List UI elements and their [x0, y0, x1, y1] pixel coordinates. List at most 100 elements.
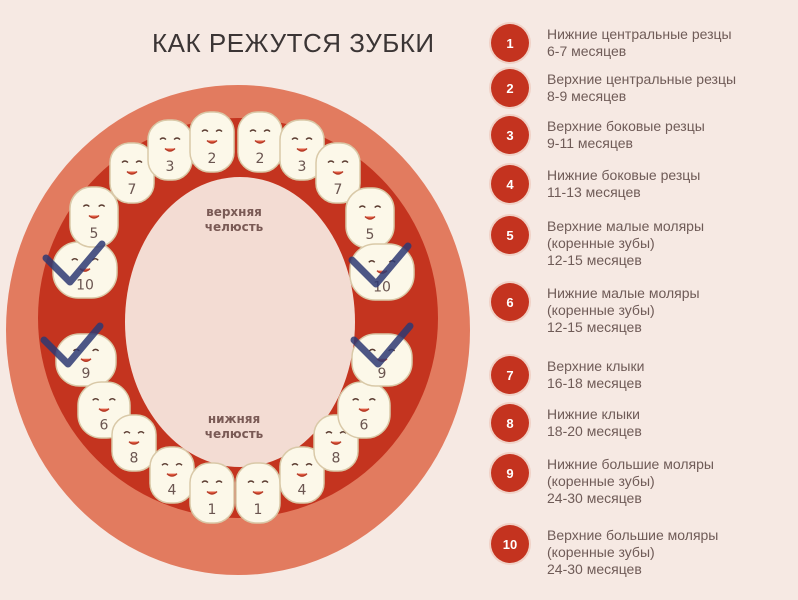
tooth-eye: [137, 431, 145, 434]
checkmark-icon: [348, 242, 412, 288]
legend-line: 11-13 месяцев: [547, 184, 641, 200]
legend-badge: 1: [491, 24, 529, 62]
legend-line: Верхние малые моляры: [547, 218, 705, 234]
legend-line: (коренные зубы): [547, 302, 655, 318]
legend-text: Верхние большие моляры (коренные зубы) 2…: [547, 527, 792, 578]
tooth-eye: [201, 129, 209, 133]
upper-tooth-5-right: 5: [345, 187, 395, 249]
tooth-eye: [263, 129, 271, 133]
lower-tooth-6-right: 6: [337, 381, 391, 439]
tooth-eye: [305, 137, 313, 141]
legend-line: 9-11 месяцев: [547, 135, 633, 151]
tooth-number-label: 5: [366, 227, 375, 243]
tooth-mouth: [254, 139, 266, 144]
legend-text: Верхние боковые резцы 9-11 месяцев: [547, 118, 792, 152]
tooth-number-label: 4: [298, 483, 307, 499]
checkmarks-layer: [40, 240, 414, 368]
legend-line: Верхние центральные резцы: [547, 71, 737, 87]
tooth-mouth: [126, 170, 138, 175]
legend-line: Верхние большие моляры: [547, 527, 719, 543]
tooth-eye: [201, 480, 209, 484]
legend-line: (коренные зубы): [547, 544, 655, 560]
tooth-mouth: [330, 441, 342, 445]
legend-line: Нижние большие моляры: [547, 456, 714, 472]
tooth-mouth: [88, 214, 100, 219]
tooth-number-label: 1: [254, 502, 263, 518]
tooth-eye: [341, 160, 349, 164]
legend-badge: 3: [491, 116, 529, 154]
legend-line: (коренные зубы): [547, 473, 655, 489]
checkmark-icon: [42, 240, 106, 286]
legend-text: Нижние малые моляры (коренные зубы) 12-1…: [547, 285, 792, 336]
tooth-number-label: 3: [166, 159, 175, 175]
tooth-eye: [82, 204, 90, 208]
tooth-number-label: 6: [100, 418, 109, 434]
legend-line: 16-18 месяцев: [547, 375, 642, 391]
tooth-number-label: 3: [298, 159, 307, 175]
tooth-number-label: 1: [208, 502, 217, 518]
legend-badge: 4: [491, 165, 529, 203]
tooth-eye: [98, 204, 106, 208]
legend-badge: 6: [491, 283, 529, 321]
legend-badge: 10: [491, 525, 529, 563]
tooth-mouth: [296, 473, 308, 477]
tooth-mouth: [98, 408, 110, 412]
tooth-eye: [352, 398, 360, 401]
tooth-eye: [92, 398, 100, 401]
tooth-eye: [368, 260, 376, 263]
tooth-eye: [358, 205, 366, 209]
upper-jaw-label-line2: челюсть: [205, 220, 264, 234]
tooth-eye: [305, 463, 313, 466]
tooth-eye: [291, 463, 299, 466]
lower-tooth-4-left: 4: [149, 446, 195, 504]
legend-text: Верхние центральные резцы 8-9 месяцев: [547, 71, 792, 105]
tooth-number-label: 4: [168, 483, 177, 499]
tooth-eye: [215, 129, 223, 133]
tooth-eye: [173, 137, 181, 141]
tooth-mouth: [164, 147, 176, 152]
lower-tooth-1-left: 1: [189, 462, 235, 524]
lower-jaw-label-line2: челюсть: [205, 427, 264, 441]
tooth-eye: [71, 258, 79, 261]
tooth-eye: [121, 160, 129, 164]
lower-tooth-9-left: 9: [55, 333, 117, 387]
tooth-number-label: 9: [378, 366, 387, 382]
legend-text: Нижние большие моляры (коренные зубы) 24…: [547, 456, 792, 507]
legend-text: Нижние боковые резцы 11-13 месяцев: [547, 167, 792, 201]
legend-badge: 9: [491, 454, 529, 492]
lower-tooth-8-left: 8: [111, 414, 157, 472]
tooth-eye: [368, 348, 376, 352]
tooth-eye: [368, 398, 376, 401]
tooth-eye: [135, 160, 143, 164]
tooth-eye: [123, 431, 131, 434]
lower-tooth-4-right: 4: [279, 446, 325, 504]
legend-line: Нижние центральные резцы: [547, 26, 732, 42]
lower-tooth-1-right: 1: [235, 462, 281, 524]
tooth-eye: [215, 480, 223, 484]
tooth-mouth: [128, 441, 140, 445]
legend-line: Верхние боковые резцы: [547, 118, 705, 134]
tooth-eye: [249, 129, 257, 133]
tooth-number-label: 6: [360, 418, 369, 434]
legend-line: 12-15 месяцев: [547, 252, 642, 268]
legend-line: Нижние малые моляры: [547, 285, 700, 301]
tooth-number-label: 5: [90, 226, 99, 242]
legend-badge: 7: [491, 356, 529, 394]
legend-line: 8-9 месяцев: [547, 88, 627, 104]
upper-tooth-7-left: 7: [109, 142, 155, 204]
page-title: КАК РЕЖУТСЯ ЗУБКИ: [152, 28, 435, 58]
tooth-mouth: [206, 139, 218, 144]
tooth-eye: [374, 205, 382, 209]
tooth-eye: [108, 398, 116, 401]
legend-badge: 8: [491, 404, 529, 442]
legend-text: Нижние центральные резцы 6-7 месяцев: [547, 26, 792, 60]
tooth-number-label: 7: [128, 182, 137, 198]
tooth-number-label: 10: [76, 278, 94, 294]
legend-line: 6-7 месяцев: [547, 43, 627, 59]
legend-line: Нижние клыки: [547, 406, 640, 422]
tooth-mouth: [166, 473, 178, 477]
